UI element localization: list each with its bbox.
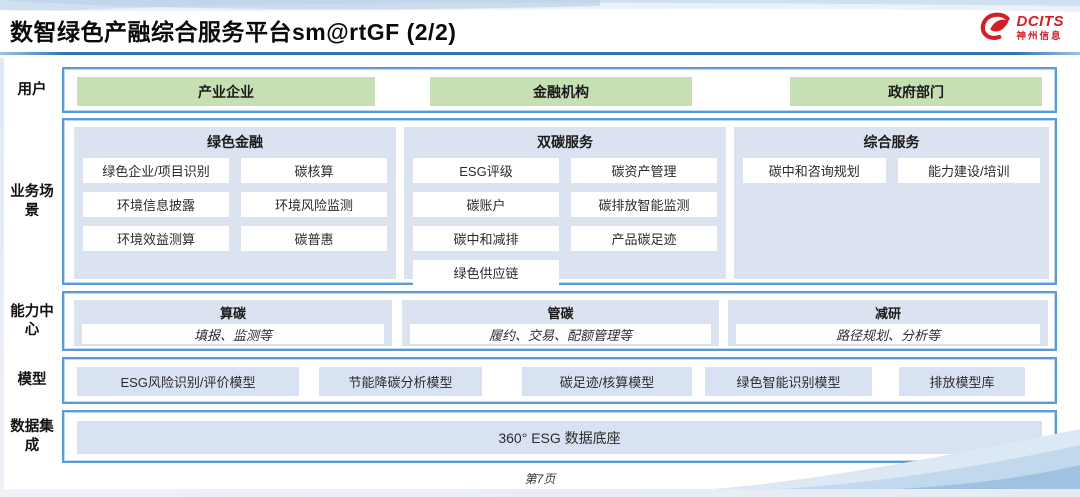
logo-company-text: 神州信息 xyxy=(1016,31,1063,42)
group-title: 双碳服务 xyxy=(537,134,593,150)
capability-desc: 填报、监测等 xyxy=(82,324,384,344)
user-box-government: 政府部门 xyxy=(790,77,1042,106)
data-foundation-box: 360° ESG 数据底座 xyxy=(77,421,1042,454)
scenario-item: 环境效益测算 xyxy=(83,226,229,251)
scenario-group-green-finance: 绿色金融 绿色企业/项目识别 碳核算 环境信息披露 环境风险监测 环境效益测算 … xyxy=(74,127,396,279)
scenario-item: ESG评级 xyxy=(413,158,559,183)
models-row: ESG风险识别/评价模型 节能降碳分析模型 碳足迹/核算模型 绿色智能识别模型 … xyxy=(62,357,1057,404)
scenarios-row: 绿色金融 绿色企业/项目识别 碳核算 环境信息披露 环境风险监测 环境效益测算 … xyxy=(62,118,1057,285)
row-label-users: 用户 xyxy=(17,81,47,98)
model-box: 排放模型库 xyxy=(899,367,1025,396)
data-integration-row: 360° ESG 数据底座 xyxy=(62,410,1057,463)
scenario-item: 碳普惠 xyxy=(241,226,387,251)
scenario-item: 碳中和减排 xyxy=(413,226,559,251)
scenario-group-comprehensive: 综合服务 碳中和咨询规划 能力建设/培训 xyxy=(734,127,1049,279)
model-box: ESG风险识别/评价模型 xyxy=(77,367,299,396)
dcits-logo: DCITS 神州信息 xyxy=(979,12,1065,42)
capability-group-reduce-research: 减研 路径规划、分析等 xyxy=(728,300,1048,346)
model-box: 碳足迹/核算模型 xyxy=(522,367,692,396)
capability-title: 管碳 xyxy=(547,306,574,321)
capability-group-manage-carbon: 管碳 履约、交易、配额管理等 xyxy=(402,300,719,346)
capability-group-calc-carbon: 算碳 填报、监测等 xyxy=(74,300,392,346)
logo-brand-text: DCITS xyxy=(1016,13,1064,30)
title-underline xyxy=(0,52,1080,55)
capability-title: 减研 xyxy=(874,306,901,321)
users-row: 产业企业 金融机构 政府部门 xyxy=(62,67,1057,113)
capability-desc: 履约、交易、配额管理等 xyxy=(410,324,711,344)
page-number: 第7页 xyxy=(524,472,556,486)
capability-title: 算碳 xyxy=(219,306,246,321)
dcits-logo-icon xyxy=(980,12,1010,40)
bottom-strip-decoration xyxy=(0,489,1080,497)
scenario-item: 碳资产管理 xyxy=(571,158,717,183)
scenario-item: 产品碳足迹 xyxy=(571,226,717,251)
page-title: 数智绿色产融综合服务平台sm@rtGF (2/2) xyxy=(10,19,457,45)
scenario-item: 能力建设/培训 xyxy=(897,158,1040,183)
scenario-item: 碳中和咨询规划 xyxy=(743,158,886,183)
top-swoosh-decoration xyxy=(0,0,1080,14)
user-box-industrial: 产业企业 xyxy=(77,77,375,106)
scenario-item: 绿色供应链 xyxy=(413,260,559,285)
row-label-models: 模型 xyxy=(17,372,47,389)
group-title: 绿色金融 xyxy=(207,134,263,150)
scenario-item: 碳核算 xyxy=(241,158,387,183)
capability-row: 算碳 填报、监测等 管碳 履约、交易、配额管理等 减研 路径规划、分析等 xyxy=(62,291,1057,351)
scenario-item: 碳排放智能监测 xyxy=(571,192,717,217)
group-title: 综合服务 xyxy=(863,134,920,150)
model-box: 节能降碳分析模型 xyxy=(319,367,482,396)
user-box-financial: 金融机构 xyxy=(430,77,692,106)
row-label-data: 数据集成 xyxy=(10,419,54,454)
scenario-group-dual-carbon: 双碳服务 ESG评级 碳资产管理 碳账户 碳排放智能监测 碳中和减排 产品碳足迹… xyxy=(404,127,726,285)
scenario-item: 绿色企业/项目识别 xyxy=(83,158,229,183)
row-label-scenarios: 业务场景 xyxy=(10,184,54,219)
capability-desc: 路径规划、分析等 xyxy=(736,324,1040,344)
row-label-capability: 能力中心 xyxy=(10,303,54,338)
left-edge-decoration xyxy=(0,58,4,489)
scenario-item: 环境风险监测 xyxy=(241,192,387,217)
model-box: 绿色智能识别模型 xyxy=(705,367,872,396)
scenario-item: 碳账户 xyxy=(413,192,559,217)
scenario-item: 环境信息披露 xyxy=(83,192,229,217)
